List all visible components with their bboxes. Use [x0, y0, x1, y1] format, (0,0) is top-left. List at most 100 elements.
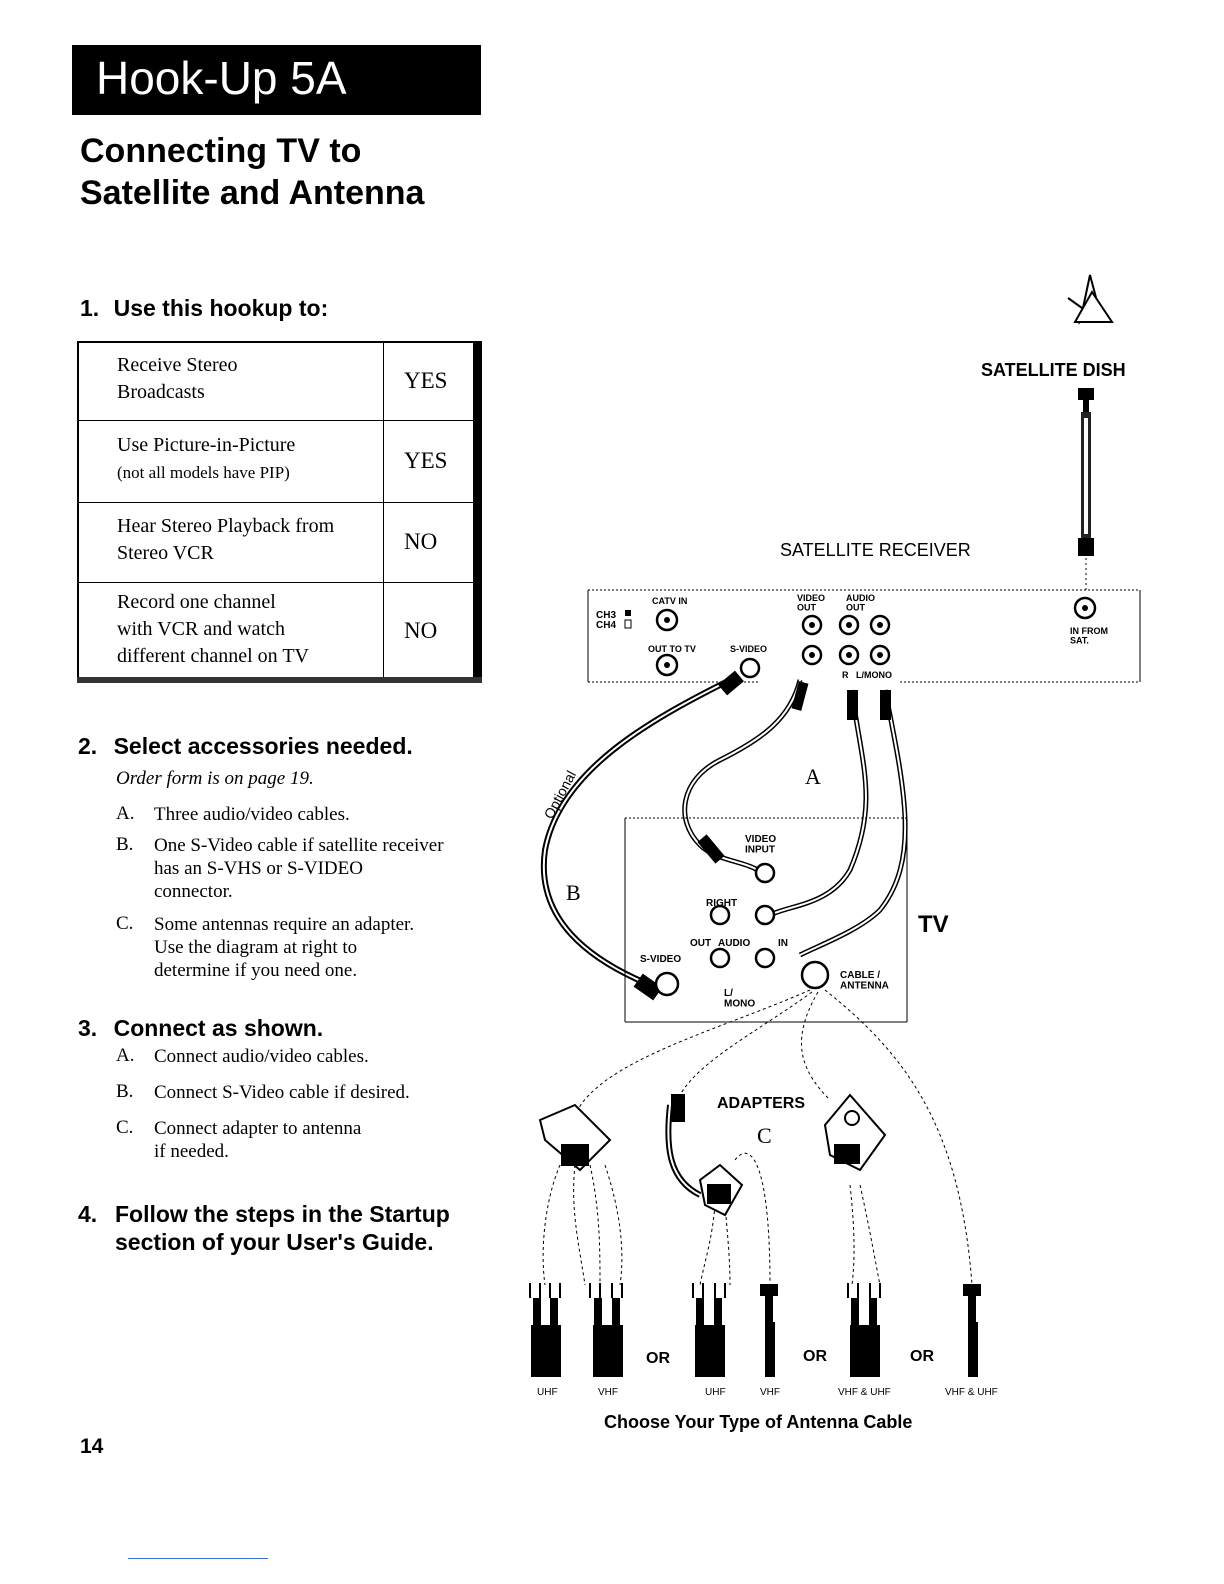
r-label: R: [842, 670, 849, 680]
use-cell: Use Picture-in-Picture (not all models h…: [77, 419, 384, 503]
in-label: IN: [778, 938, 788, 949]
item-letter: B.: [116, 834, 134, 855]
answer-cell: NO: [383, 581, 475, 681]
cable-type-label: VHF & UHF: [945, 1387, 998, 1398]
use-text: Stereo VCR: [117, 542, 214, 564]
adapter-icons: [538, 1093, 887, 1217]
step-4-line-2: section of your User's Guide.: [115, 1229, 434, 1255]
satellite-receiver-label: SATELLITE RECEIVER: [780, 540, 971, 560]
item-text: Connect audio/video cables.: [154, 1046, 369, 1067]
l-mono-label: L/MONO: [856, 670, 892, 680]
step-2-title: Select accessories needed.: [113, 733, 413, 759]
item-letter: A.: [116, 803, 135, 824]
audio-label: AUDIO: [718, 938, 750, 949]
receiver-jacks: [655, 596, 1097, 679]
table-row: Use Picture-in-Picture (not all models h…: [77, 419, 475, 503]
hookup-uses-table: Receive Stereo Broadcasts YES Use Pictur…: [77, 341, 475, 682]
tv-label: TV: [918, 911, 949, 938]
subtitle-line-1: Connecting TV to: [80, 132, 362, 170]
use-text: different channel on TV: [117, 644, 309, 667]
tv-jacks: [654, 862, 830, 997]
order-form-note: Order form is on page 19.: [116, 768, 314, 789]
step-1-title: Use this hookup to:: [113, 295, 329, 321]
table-shadow: [77, 677, 482, 683]
step-1-number: 1.: [80, 295, 100, 321]
item-text: Connect S-Video cable if desired.: [154, 1082, 410, 1103]
cable-antenna-jack: [800, 960, 830, 990]
item-letter: C.: [116, 913, 134, 934]
twin-lead-cable-icon: [589, 1283, 623, 1377]
av-cables: [682, 679, 908, 958]
answer-cell: YES: [383, 419, 475, 503]
coax-cable-icon: [963, 1284, 981, 1377]
step-2-heading: 2. Select accessories needed.: [78, 732, 413, 760]
cable-type-label: VHF: [760, 1387, 780, 1398]
table-row: Receive Stereo Broadcasts YES: [77, 341, 475, 421]
footer-line: [128, 1558, 268, 1559]
table-row: Record one channel with VCR and watch di…: [77, 581, 475, 681]
page-title: Hook-Up 5A: [96, 52, 347, 104]
cable-plugs: [633, 670, 891, 1001]
use-text: Receive Stereo: [117, 354, 238, 377]
jack-centers: [664, 605, 1088, 668]
use-text: Record one channel: [117, 590, 276, 613]
item-text: One S-Video cable if satellite receiver …: [154, 835, 444, 902]
step-3-title: Connect as shown.: [113, 1015, 324, 1041]
tv-s-video-label: S-VIDEO: [640, 954, 681, 965]
page-number: 14: [80, 1435, 104, 1458]
cable-type-label: UHF: [705, 1387, 726, 1398]
dish-cable: [1078, 388, 1094, 590]
twin-lead-cable-icon: [529, 1283, 561, 1377]
step-3-heading: 3. Connect as shown.: [78, 1014, 323, 1042]
table-shadow: [475, 341, 482, 681]
adapters-label: ADAPTERS: [717, 1095, 805, 1112]
coax-cable-icon: [760, 1284, 778, 1377]
tv-l-mono-label: L/MONO: [724, 988, 755, 1010]
satellite-dish-label: SATELLITE DISH: [981, 360, 1126, 380]
item-letter: C.: [116, 1117, 134, 1138]
use-cell: Hear Stereo Playback from Stereo VCR: [77, 501, 384, 583]
table-row: Hear Stereo Playback from Stereo VCR NO: [77, 501, 475, 583]
item-letter: A.: [116, 1045, 135, 1066]
channel-switch: [624, 619, 632, 629]
channel-switch: [625, 610, 631, 616]
audio-left-in-jack: [754, 947, 776, 969]
item-letter: B.: [116, 1081, 134, 1102]
answer-cell: YES: [383, 341, 475, 421]
tv-s-video-jack: [654, 971, 680, 997]
cable-antenna-label: CABLE /ANTENNA: [840, 970, 889, 992]
use-text: Use Picture-in-Picture: [117, 434, 296, 456]
cable-type-label: UHF: [537, 1387, 558, 1398]
use-text: Broadcasts: [117, 381, 205, 404]
adapter-connection-lines: [542, 989, 973, 1286]
use-cell: Receive Stereo Broadcasts: [77, 341, 384, 421]
ch4-label: CH4: [596, 620, 616, 631]
step-4-number: 4.: [78, 1201, 98, 1227]
satellite-dish-icon: [1067, 274, 1114, 325]
cable-type-label: VHF: [598, 1387, 618, 1398]
catv-in-label: CATV IN: [652, 596, 687, 606]
cable-a-label: A: [805, 764, 821, 789]
cable-type-label: VHF & UHF: [838, 1387, 891, 1398]
use-cell: Record one channel with VCR and watch di…: [77, 581, 384, 681]
audio-right-out-jack: [709, 904, 731, 926]
s-video-label: S-VIDEO: [730, 644, 767, 654]
right-label: RIGHT: [706, 898, 737, 909]
item-text: Three audio/video cables.: [154, 804, 350, 825]
step-4-heading: 4. Follow the steps in the Startup secti…: [78, 1200, 450, 1255]
use-note: (not all models have PIP): [117, 463, 290, 482]
step-3-number: 3.: [78, 1015, 98, 1041]
answer-cell: NO: [383, 501, 475, 583]
or-label: OR: [646, 1350, 670, 1367]
ch3-label: CH3: [596, 610, 616, 621]
step-4-line-1: Follow the steps in the Startup: [115, 1201, 450, 1227]
or-label: OR: [910, 1348, 934, 1365]
adapter-c-label: C: [757, 1123, 772, 1148]
s-video-cable: [540, 677, 732, 988]
use-text: Hear Stereo Playback from: [117, 515, 335, 537]
item-text: Connect adapter to antenna if needed.: [154, 1118, 362, 1162]
